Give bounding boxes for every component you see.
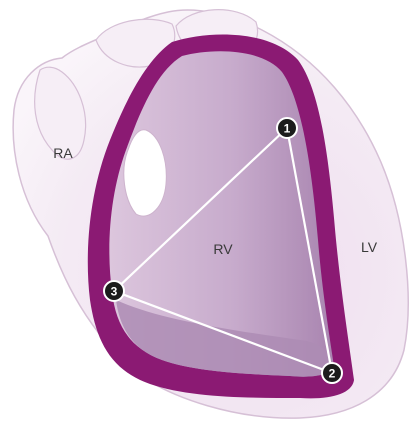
- lv-label: LV: [361, 239, 378, 255]
- marker-2: 2: [322, 363, 342, 383]
- rv-label: RV: [213, 241, 233, 257]
- marker-3: 3: [104, 281, 124, 301]
- ra-label: RA: [53, 145, 73, 161]
- marker-1: 1: [277, 118, 297, 138]
- marker-2-number: 2: [329, 367, 336, 381]
- marker-3-number: 3: [111, 285, 118, 299]
- marker-1-number: 1: [284, 122, 291, 136]
